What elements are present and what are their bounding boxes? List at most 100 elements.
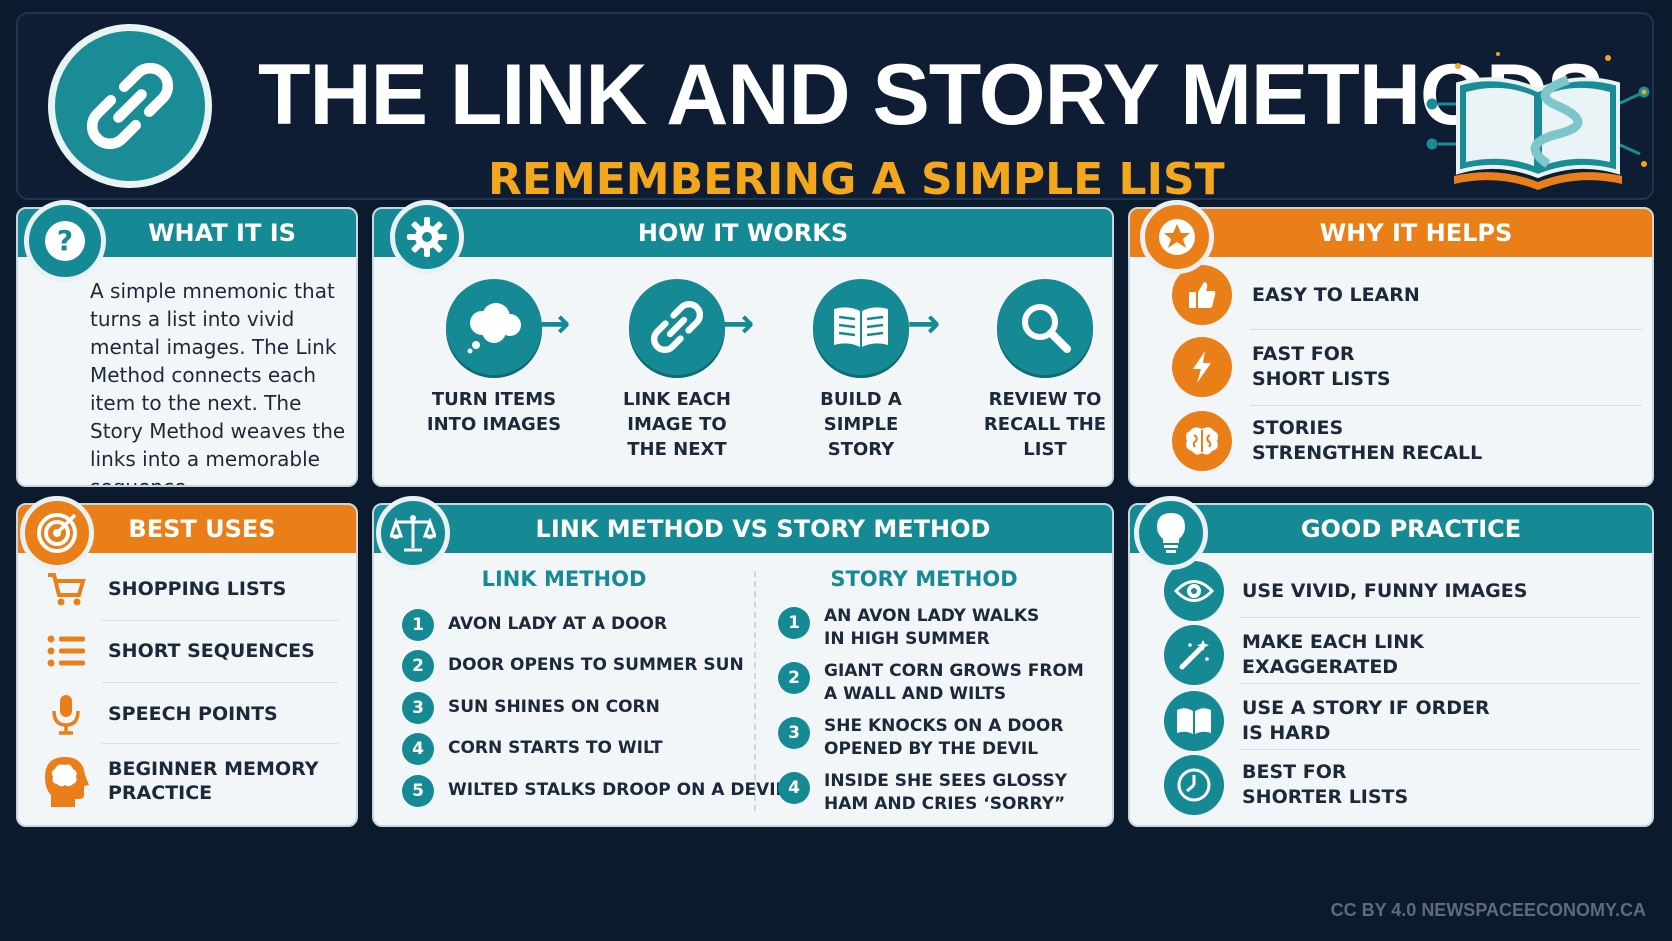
good-practice-title: GOOD PRACTICE bbox=[1130, 505, 1652, 553]
header-banner: THE LINK AND STORY METHODS REMEMBERING A… bbox=[16, 12, 1654, 205]
practice-item: USE A STORY IF ORDER IS HARD bbox=[1164, 691, 1490, 751]
practice-label: MAKE EACH LINK bbox=[1242, 631, 1424, 653]
step-review: REVIEW TO RECALL THE LIST bbox=[970, 279, 1112, 462]
story-item: 4 INSIDE SHE SEES GLOSSY HAM AND CRIES ‘SO… bbox=[778, 770, 1067, 816]
best-use-label: SHOPPING LISTS bbox=[108, 578, 287, 600]
step-turn-items: TURN ITEMS INTO IMAGES bbox=[419, 279, 569, 437]
step-number: 4 bbox=[778, 772, 810, 804]
why-item-label: SHORT LISTS bbox=[1252, 368, 1391, 390]
divider bbox=[102, 743, 338, 744]
credit-text: CC BY 4.0 NEWSPACEECONOMY.CA bbox=[1330, 900, 1646, 920]
what-it-is-line: A simple mnemonic that bbox=[90, 279, 335, 303]
divider bbox=[102, 682, 338, 683]
practice-label: SHORTER LISTS bbox=[1242, 786, 1409, 808]
divider bbox=[1250, 329, 1642, 330]
story-item-text: INSIDE SHE SEES GLOSSY bbox=[824, 771, 1068, 791]
what-it-is-line: links into a memorable bbox=[90, 447, 320, 471]
what-it-is-line: turns a list into vivid bbox=[90, 307, 295, 331]
what-it-is-line: sequence. bbox=[90, 475, 193, 487]
page-subtitle: REMEMBERING A SIMPLE LIST bbox=[488, 154, 1225, 205]
divider bbox=[102, 620, 338, 621]
step-number: 2 bbox=[778, 662, 810, 694]
story-item-text: OPENED BY THE DEVIL bbox=[824, 739, 1039, 759]
practice-label: BEST FOR bbox=[1242, 761, 1347, 783]
link-item-text: SUN SHINES ON CORN bbox=[448, 697, 660, 717]
why-item-label: STORIES bbox=[1252, 417, 1344, 439]
practice-label: EXAGGERATED bbox=[1242, 656, 1399, 678]
story-item-text: HAM AND CRIES ‘SORRY” bbox=[824, 794, 1066, 814]
best-use-item: SHORT SEQUENCES bbox=[42, 633, 315, 669]
link-item-text: DOOR OPENS TO SUMMER SUN bbox=[448, 655, 744, 675]
best-use-label: SPEECH POINTS bbox=[108, 703, 278, 725]
target-icon bbox=[20, 496, 94, 570]
what-it-is-line: item to the next. The bbox=[90, 391, 302, 415]
step-link-each: LINK EACH IMAGE TO THE NEXT bbox=[602, 279, 752, 462]
why-it-helps-panel: WHY IT HELPS EASY TO LEARN FAST FOR SHOR… bbox=[1128, 207, 1654, 487]
gear-icon bbox=[390, 200, 464, 274]
why-item-stories: STORIES STRENGTHEN RECALL bbox=[1172, 411, 1482, 471]
best-use-item: BEGINNER MEMORY PRACTICE bbox=[42, 755, 318, 807]
practice-label: USE VIVID, FUNNY IMAGES bbox=[1242, 580, 1528, 602]
link-item: 3 SUN SHINES ON CORN bbox=[402, 692, 660, 724]
divider bbox=[1240, 617, 1640, 618]
step-label-line: THE NEXT bbox=[627, 439, 727, 460]
best-use-label: PRACTICE bbox=[108, 782, 213, 804]
story-item-text: GIANT CORN GROWS FROM bbox=[824, 661, 1084, 681]
best-use-label: SHORT SEQUENCES bbox=[108, 640, 315, 662]
how-it-works-panel: HOW IT WORKS TURN ITEMS INTO IMAGES → LI… bbox=[372, 207, 1114, 487]
step-label-line: INTO IMAGES bbox=[426, 414, 562, 435]
link-item-text: CORN STARTS TO WILT bbox=[448, 738, 663, 758]
why-item-easy: EASY TO LEARN bbox=[1172, 265, 1420, 325]
link-method-title: LINK METHOD bbox=[481, 567, 647, 591]
story-item-text: AN AVON LADY WALKS bbox=[824, 606, 1040, 626]
page-title: THE LINK AND STORY METHODS bbox=[258, 47, 1604, 143]
step-label-line: RECALL THE bbox=[983, 414, 1107, 435]
best-use-label: BEGINNER MEMORY bbox=[108, 758, 319, 780]
arrow-right-icon: → bbox=[537, 301, 571, 347]
what-it-is-text: A simple mnemonic that turns a list into… bbox=[90, 277, 352, 487]
what-it-is-line: Method connects each bbox=[90, 363, 317, 387]
why-item-label: STRENGTHEN RECALL bbox=[1252, 442, 1483, 464]
link-item: 5 WILTED STALKS DROOP ON A DEVIL bbox=[402, 775, 787, 807]
step-number: 4 bbox=[402, 733, 434, 765]
story-item-text: IN HIGH SUMMER bbox=[824, 629, 990, 649]
book-icon bbox=[813, 279, 909, 375]
step-label-line: LINK EACH bbox=[623, 389, 731, 410]
magnifier-icon bbox=[997, 279, 1093, 375]
step-number: 3 bbox=[402, 692, 434, 724]
clock-icon bbox=[1164, 755, 1224, 815]
step-label-line: STORY bbox=[827, 439, 895, 460]
step-number: 3 bbox=[778, 717, 810, 749]
list-icon bbox=[42, 633, 90, 669]
chain-link-icon bbox=[48, 24, 212, 188]
step-label-line: REVIEW TO bbox=[988, 389, 1102, 410]
question-icon: ? bbox=[24, 200, 106, 282]
best-use-item: SHOPPING LISTS bbox=[42, 571, 286, 607]
comparison-panel: LINK METHOD VS STORY METHOD LINK METHOD … bbox=[372, 503, 1114, 827]
how-it-works-title: HOW IT WORKS bbox=[374, 209, 1112, 257]
best-use-item: SPEECH POINTS bbox=[42, 693, 278, 735]
scales-icon bbox=[376, 496, 450, 570]
step-number: 1 bbox=[778, 607, 810, 639]
why-it-helps-title: WHY IT HELPS bbox=[1130, 209, 1652, 257]
link-item-text: WILTED STALKS DROOP ON A DEVIL bbox=[448, 780, 787, 800]
practice-item: USE VIVID, FUNNY IMAGES bbox=[1164, 561, 1527, 621]
practice-item: BEST FOR SHORTER LISTS bbox=[1164, 755, 1408, 815]
story-method-title: STORY METHOD bbox=[830, 567, 1018, 591]
divider bbox=[1250, 405, 1642, 406]
story-item: 2 GIANT CORN GROWS FROM A WALL AND WILTS bbox=[778, 660, 1084, 706]
chain-link-icon bbox=[629, 279, 725, 375]
step-label-line: TURN ITEMS bbox=[431, 389, 557, 410]
step-number: 5 bbox=[402, 775, 434, 807]
comparison-title: LINK METHOD VS STORY METHOD bbox=[374, 505, 1112, 553]
step-build-story: BUILD A SIMPLE STORY bbox=[786, 279, 936, 462]
magic-wand-icon bbox=[1164, 625, 1224, 685]
why-item-label: EASY TO LEARN bbox=[1252, 284, 1420, 306]
good-practice-panel: GOOD PRACTICE USE VIVID, FUNNY IMAGES MA… bbox=[1128, 503, 1654, 827]
practice-item: MAKE EACH LINK EXAGGERATED bbox=[1164, 625, 1424, 685]
what-it-is-line: mental images. The Link bbox=[90, 335, 337, 359]
step-label-line: IMAGE TO bbox=[627, 414, 727, 435]
story-item-text: A WALL AND WILTS bbox=[824, 684, 1007, 704]
